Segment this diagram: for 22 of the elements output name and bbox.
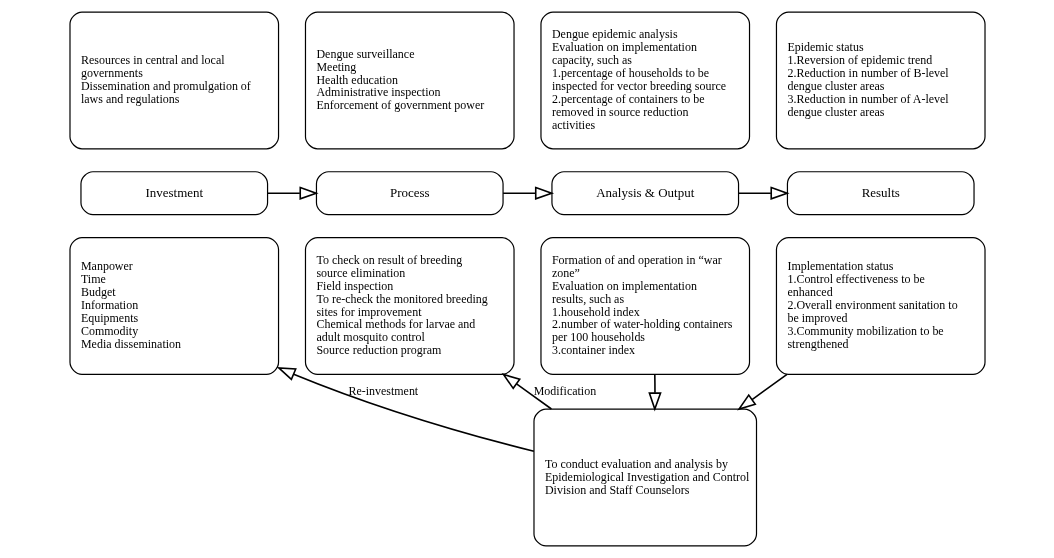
node-box: Manpower Time Budget Information Equipments Commodity Media dissemination <box>68 237 279 375</box>
node-box: Dengue surveillance Meeting Health education Administrative inspection Enforcement of government power <box>304 11 515 150</box>
arrow <box>647 373 662 412</box>
node-box: Analysis & Output <box>550 171 739 216</box>
node-box: Epidemic status 1.Reversion of epidemic trend 2.Reduction in number of B-level dengue cluster areas 3.Reduction in number of A-level dengue cluster areas <box>775 11 986 150</box>
arrow <box>737 186 790 200</box>
node-box: Investment <box>79 171 268 216</box>
node-box: Dengue epidemic analysis Evaluation on implementation capacity, such as 1.percentage of households to be inspected for vector breeding source 2.percentage of containers to be removed in source reduction activities <box>539 11 750 150</box>
node-box: Implementation status 1.Control effectiveness to be enhanced 2.Overall environment sanitation to be improved 3.Community mobilization to be strengthened <box>775 237 986 375</box>
node-box: Formation of and operation in “war zone” Evaluation on implementation results, such as 1.household index 2.number of water-holding containers per 100 households 3.container index <box>539 237 750 375</box>
node-box: To conduct evaluation and analysis by Epidemiological Investigation and Control Division and Staff Counselors <box>532 408 757 547</box>
node-box: Resources in central and local governments Dissemination and promulgation of laws and regulations <box>68 11 279 150</box>
node-box: Process <box>315 171 504 216</box>
edge-label: Re-investment <box>347 383 418 398</box>
arrow <box>736 373 788 411</box>
arrow <box>266 186 319 200</box>
arrow <box>276 367 535 453</box>
edge-label: Modification <box>533 383 596 398</box>
arrow <box>501 373 552 410</box>
node-box: To check on result of breeding source elimination Field inspection To re-check the monitored breeding sites for improvement Chemical methods for larvae and adult mosquito control Source reduction program <box>304 237 515 375</box>
arrow <box>501 186 554 200</box>
node-box: Results <box>786 171 975 216</box>
